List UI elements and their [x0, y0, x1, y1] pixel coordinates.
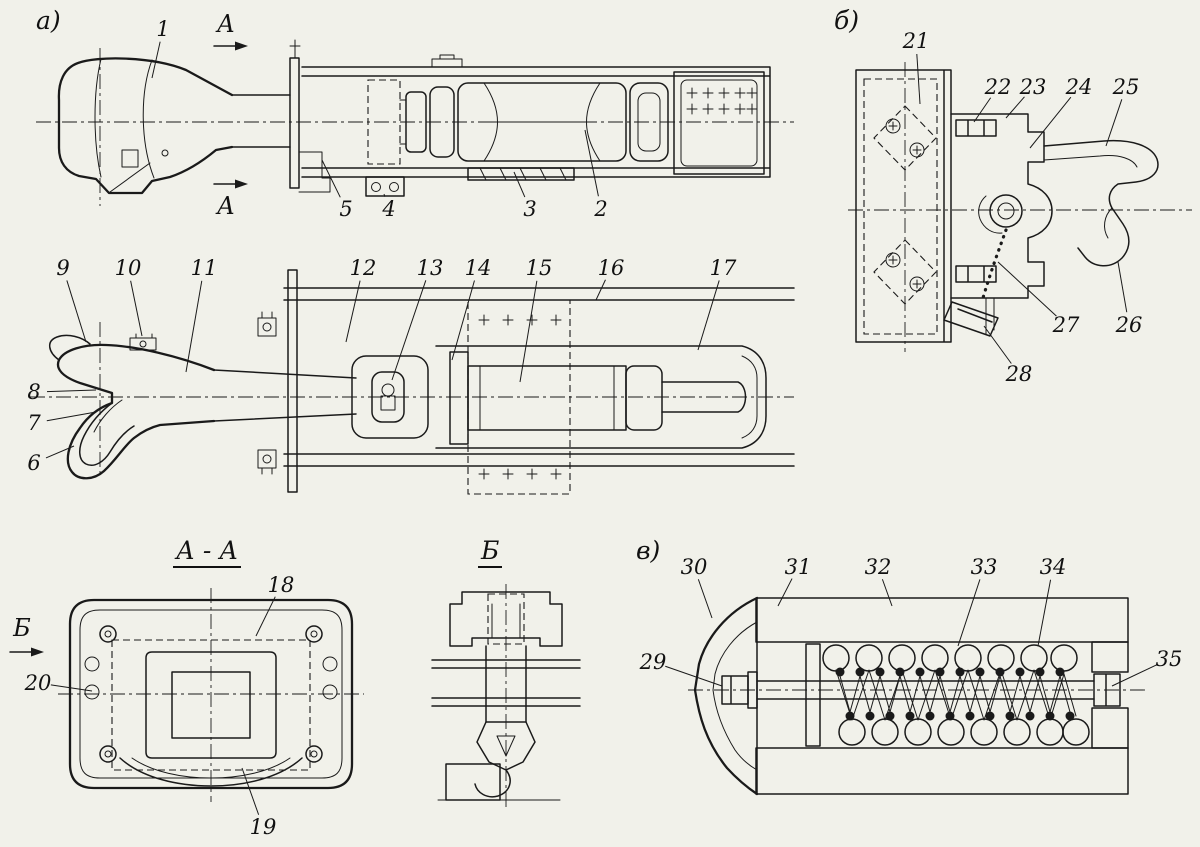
leader-line-31 [777, 578, 793, 607]
view-label-a: а) [36, 6, 61, 35]
part-label-10: 10 [115, 256, 142, 280]
leader-line-27 [997, 261, 1057, 317]
part-label-6: 6 [27, 451, 40, 475]
part-label-28: 28 [1005, 362, 1033, 386]
leader-line-20 [50, 684, 93, 692]
part-label-3: 3 [523, 197, 536, 221]
part-label-11: 11 [191, 256, 218, 280]
leader-line-18 [255, 596, 276, 637]
section-aa: Б [9, 588, 364, 802]
part-label-35: 35 [1156, 647, 1183, 671]
part-label-5: 5 [339, 197, 352, 221]
leader-line-23 [1005, 96, 1025, 119]
part-label-1: 1 [156, 17, 169, 41]
leader-line-17 [697, 280, 720, 351]
leader-line-26 [1117, 261, 1128, 313]
part-label-30: 30 [681, 555, 708, 579]
leader-line-13 [391, 280, 427, 381]
part-label-19: 19 [250, 815, 277, 839]
view-label-b: б) [834, 6, 860, 35]
part-label-33: 33 [971, 555, 998, 579]
part-label-26: 26 [1115, 313, 1143, 337]
part-label-22: 22 [984, 75, 1012, 99]
part-label-24: 24 [1065, 75, 1093, 99]
part-label-8: 8 [27, 380, 40, 404]
view-bb-detail [431, 584, 581, 810]
leader-line-9 [66, 280, 87, 343]
part-label-13: 13 [417, 256, 444, 280]
part-label-23: 23 [1019, 75, 1047, 99]
leader-line-1 [151, 41, 161, 79]
part-label-20: 20 [24, 671, 52, 695]
view-a-side-elevation: А А [36, 10, 794, 220]
part-label-18: 18 [268, 573, 295, 597]
part-label-15: 15 [526, 256, 553, 280]
section-title-b: Б [478, 536, 503, 568]
leader-line-15 [519, 280, 538, 383]
part-label-21: 21 [902, 29, 930, 53]
leader-line-29 [665, 665, 723, 687]
leader-line-14 [451, 280, 475, 361]
part-label-7: 7 [27, 411, 41, 435]
leader-line-25 [1105, 99, 1123, 147]
part-label-27: 27 [1052, 313, 1080, 337]
leader-line-8 [46, 389, 97, 393]
leader-line-4 [383, 193, 386, 197]
leader-line-3 [513, 171, 526, 198]
part-label-25: 25 [1112, 75, 1140, 99]
part-label-31: 31 [785, 555, 812, 579]
leader-line-33 [957, 579, 981, 647]
part-label-14: 14 [465, 256, 492, 280]
part-label-32: 32 [865, 555, 892, 579]
part-label-4: 4 [381, 197, 395, 221]
part-label-2: 2 [593, 197, 607, 221]
part-label-12: 12 [350, 256, 377, 280]
leader-line-19 [241, 767, 260, 815]
leader-line-35 [1111, 664, 1158, 687]
leader-line-2 [584, 129, 599, 197]
leader-line-10 [130, 280, 143, 337]
view-v-draft-gear [688, 596, 1148, 796]
leader-line-28 [983, 325, 1012, 364]
leader-line-32 [881, 579, 893, 607]
leader-line-7 [46, 411, 97, 422]
view-label-v: в) [636, 536, 661, 565]
leader-line-5 [321, 159, 341, 198]
part-label-34: 34 [1040, 555, 1067, 579]
part-label-29: 29 [639, 650, 667, 674]
section-mark-a-bottom: А [215, 192, 235, 220]
leader-line-34 [1037, 579, 1052, 647]
leader-line-11 [185, 280, 203, 373]
leader-line-30 [697, 579, 713, 619]
section-mark-a-top: А [215, 10, 235, 38]
part-label-16: 16 [598, 256, 625, 280]
leader-line-24 [1029, 96, 1072, 149]
part-label-9: 9 [56, 256, 69, 280]
part-label-17: 17 [710, 256, 737, 280]
view-plan [30, 269, 795, 495]
leader-line-16 [595, 279, 606, 301]
leader-line-12 [345, 280, 361, 343]
section-title-aa: А - А [173, 536, 242, 568]
leader-line-6 [45, 445, 75, 459]
view-arrow-b: Б [12, 614, 31, 642]
leader-line-21 [916, 53, 921, 105]
leader-line-22 [973, 97, 992, 123]
view-b-bracket [848, 62, 1192, 352]
